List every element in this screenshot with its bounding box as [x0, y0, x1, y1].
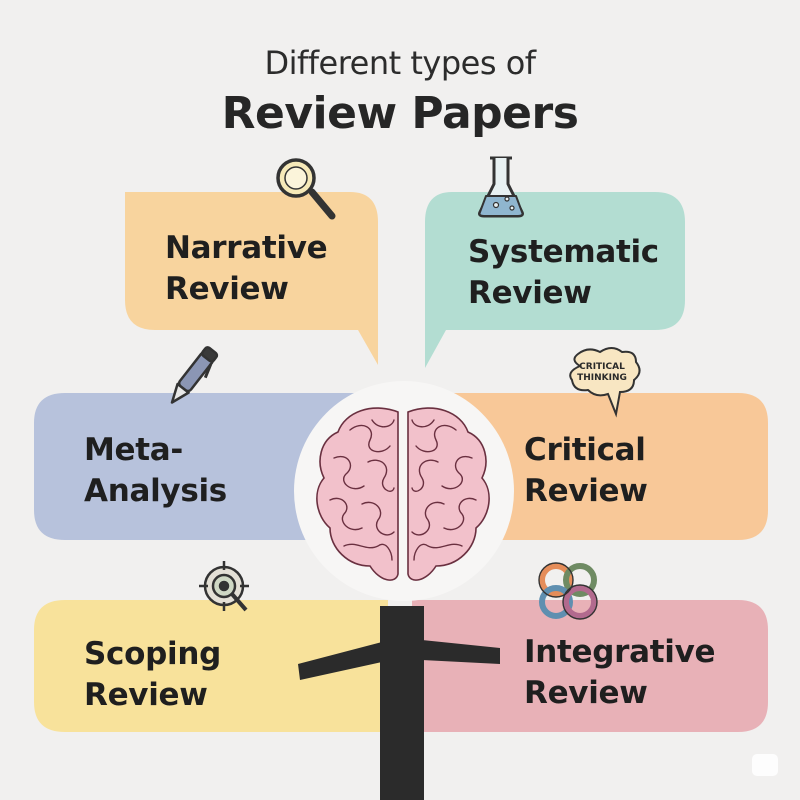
bubble-narrative — [125, 192, 378, 365]
interlocking-rings-icon — [538, 562, 598, 620]
label-scoping-review: Scoping Review — [84, 636, 221, 713]
speech-bubble-icon — [569, 347, 641, 418]
bubble-meta — [34, 393, 372, 540]
label-critical-review: Critical Review — [524, 432, 648, 509]
tree-trunk — [298, 606, 500, 800]
beaker-flask-icon — [478, 156, 524, 218]
critical-thinking-badge: CRITICAL THINKING — [577, 362, 627, 383]
watermark-mark — [752, 754, 778, 776]
pen-icon — [170, 346, 219, 404]
brain-icon — [316, 407, 490, 581]
label-integrative-review: Integrative Review — [524, 634, 716, 711]
magnifying-glass-icon — [276, 158, 336, 220]
label-systematic-review: Systematic Review — [468, 234, 659, 311]
bubble-scoping — [34, 600, 388, 732]
label-narrative-review: Narrative Review — [165, 230, 328, 307]
label-meta-analysis: Meta- Analysis — [84, 432, 227, 509]
bubble-systematic — [425, 192, 685, 368]
title-line-1: Different types of — [264, 44, 536, 82]
bubble-integrative — [412, 600, 768, 732]
title-line-2: Review Papers — [221, 88, 579, 139]
target-crosshair-icon — [199, 561, 249, 612]
